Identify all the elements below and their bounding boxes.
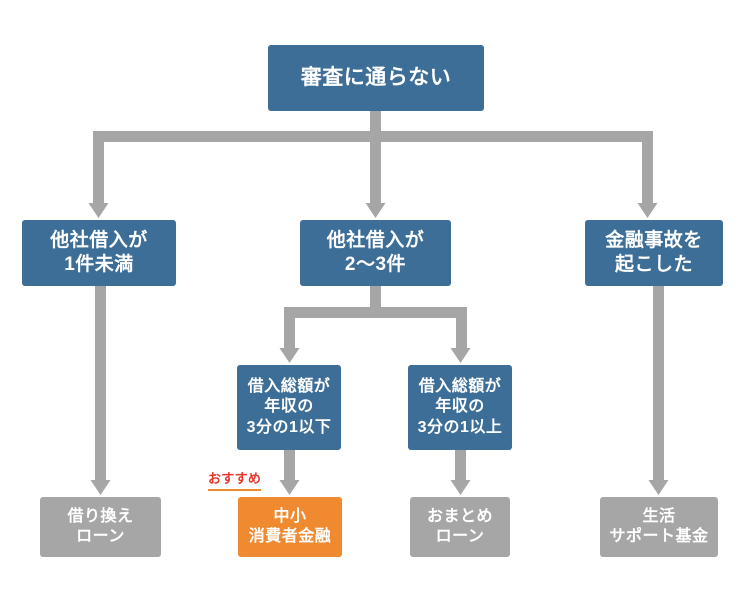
node-label-line: 3分の1以上 — [417, 418, 503, 436]
arrowhead-omatome — [450, 480, 471, 495]
edge-over13-omatome — [455, 450, 466, 480]
node-label-line: 借入総額が — [247, 377, 331, 395]
arrowhead-2to3 — [365, 203, 386, 218]
node-label-line: 他社借入が — [326, 229, 425, 251]
node-label-line: 消費者金融 — [248, 528, 332, 545]
arrowhead-over13 — [450, 348, 471, 363]
node-label-line: サポート基金 — [609, 528, 709, 545]
arrowhead-refi — [90, 480, 111, 495]
node-seikatsu-support-kikin[interactable]: 生活 サポート基金 — [600, 497, 718, 557]
node-label-line: 2〜3件 — [344, 254, 407, 275]
arrowhead-under13 — [279, 348, 300, 363]
node-tashakariire-1ken-miman[interactable]: 他社借入が 1件未満 — [22, 220, 176, 286]
edge-drop-lt1 — [93, 131, 104, 203]
node-label-line: 借入総額が — [418, 377, 502, 395]
node-label-line: 起こした — [614, 254, 693, 275]
node-label-line: 中小 — [273, 507, 307, 525]
node-label-line: 金融事故を — [605, 229, 703, 251]
node-shinsa-ni-toranai[interactable]: 審査に通らない — [268, 45, 484, 111]
node-label-line: 3分の1以下 — [246, 418, 332, 436]
node-label-line: 年収の — [264, 398, 314, 416]
edge-root-stem — [370, 111, 381, 142]
node-omatome-loan[interactable]: おまとめ ローン — [410, 497, 510, 557]
node-label-line: 他社借入が — [50, 229, 148, 251]
node-kariire-sougaku-3bun-no-1-ijo[interactable]: 借入総額が 年収の 3分の1以上 — [408, 365, 512, 450]
edge-drop-under13 — [284, 307, 295, 348]
node-label-line: 生活 — [642, 507, 676, 525]
node-kariire-sougaku-3bun-no-1-ika[interactable]: 借入総額が 年収の 3分の1以下 — [237, 365, 341, 450]
recommended-badge: おすすめ — [208, 468, 262, 491]
edge-incident-seikatsu — [653, 286, 664, 480]
node-chusho-shohisha-kinyu[interactable]: 中小 消費者金融 — [238, 497, 342, 557]
node-label-line: 借り換え — [67, 507, 134, 525]
node-kinyu-jiko-wo-okoshita[interactable]: 金融事故を 起こした — [585, 220, 723, 286]
edge-bus-level2 — [284, 307, 467, 318]
node-label-line: 審査に通らない — [300, 65, 452, 89]
edge-lt1-refi — [95, 286, 106, 480]
node-label-line: 年収の — [435, 398, 485, 416]
node-label-line: ローン — [76, 528, 125, 545]
edge-under13-chusho — [284, 450, 295, 480]
node-karikae-loan[interactable]: 借り換え ローン — [40, 497, 161, 557]
node-label-line: おまとめ — [426, 507, 493, 525]
arrowhead-seikatsu — [648, 480, 669, 495]
node-label-line: ローン — [435, 528, 485, 545]
edge-2to3-stem — [370, 286, 381, 318]
edge-drop-incident — [642, 131, 653, 203]
node-tashakariire-2-3ken[interactable]: 他社借入が 2〜3件 — [300, 220, 451, 286]
arrowhead-chusho — [279, 480, 300, 495]
edge-drop-2to3 — [370, 131, 381, 203]
node-label-line: 1件未満 — [64, 254, 134, 275]
edge-drop-over13 — [456, 307, 467, 348]
arrowhead-lt1 — [88, 203, 109, 218]
arrowhead-incident — [637, 203, 658, 218]
